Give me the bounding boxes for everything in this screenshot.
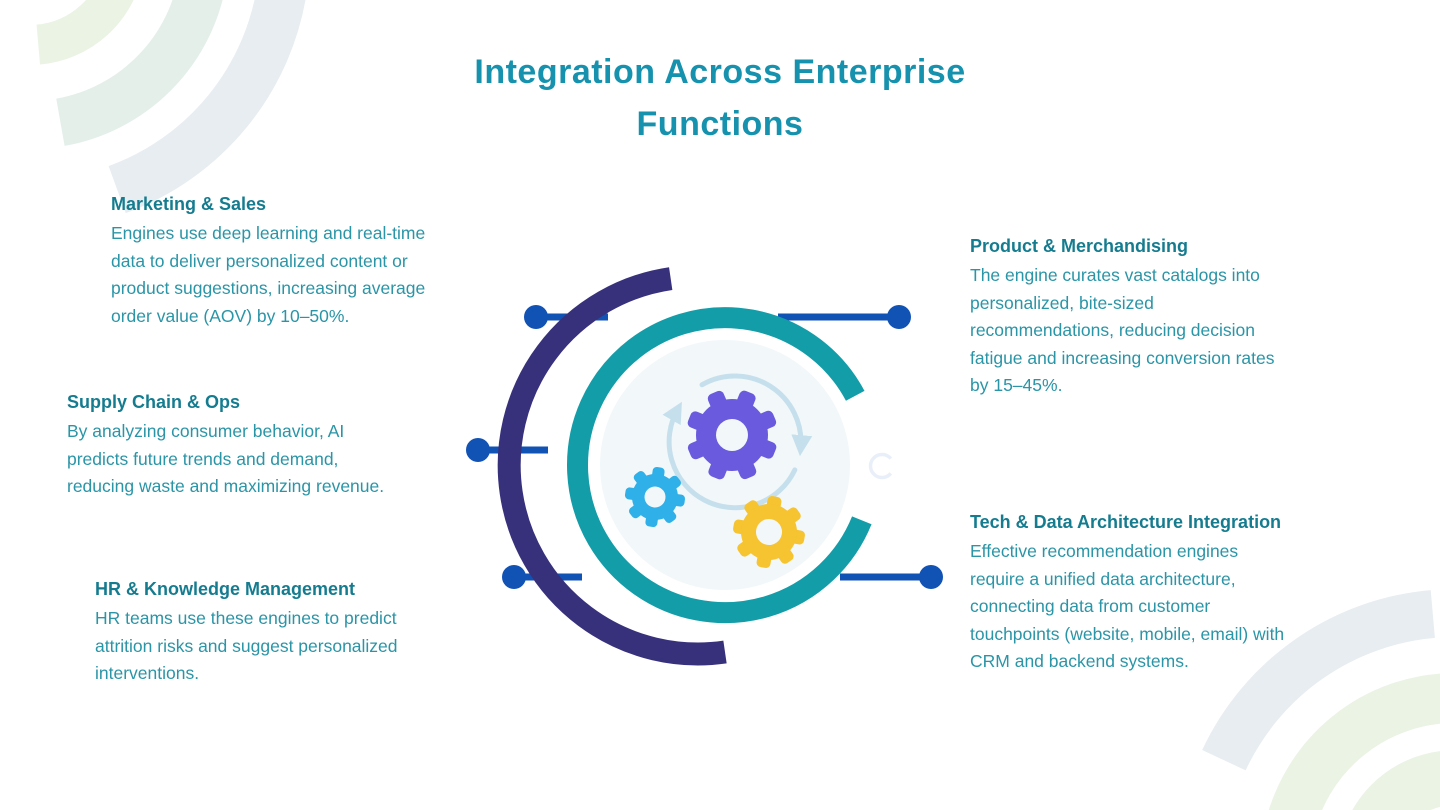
block-supply-chain-body: By analyzing consumer behavior, AI predi…: [67, 421, 385, 496]
connector-dot-hr: [502, 565, 526, 589]
watermark-c: [868, 452, 893, 480]
connector-dot-product: [887, 305, 911, 329]
block-product-heading: Product & Merchandising: [970, 236, 1189, 256]
decor-bottom-right-arcs: [1202, 590, 1440, 810]
block-tech: Tech & Data Architecture Integration Eff…: [970, 509, 1284, 676]
slide-title: Integration Across Enterprise Functions: [474, 53, 966, 143]
block-tech-heading: Tech & Data Architecture Integration: [970, 512, 1282, 532]
block-marketing: Marketing & Sales Engines use deep learn…: [111, 191, 425, 330]
connector-dot-supply: [466, 438, 490, 462]
block-hr: HR & Knowledge Management HR teams use t…: [95, 576, 398, 688]
block-marketing-heading: Marketing & Sales: [111, 194, 267, 214]
connector-dot-marketing: [524, 305, 548, 329]
block-product: Product & Merchandising The engine curat…: [970, 233, 1275, 400]
decor-arc: [35, 0, 134, 65]
connector-dots: [466, 305, 943, 589]
block-supply-chain-heading: Supply Chain & Ops: [67, 392, 241, 412]
cycle-arrow-top: [699, 373, 813, 457]
block-hr-heading: HR & Knowledge Management: [95, 579, 356, 599]
decor-arc: [108, 0, 306, 214]
block-tech-body: Effective recommendation engines require…: [970, 541, 1285, 671]
cycle-arrows: [662, 373, 813, 511]
cycle-arrow-bottom: [662, 401, 798, 511]
decor-arc: [1202, 590, 1436, 771]
decor-arc: [1353, 751, 1440, 810]
connector-dot-tech: [919, 565, 943, 589]
hub-inner-arc: [567, 307, 872, 624]
block-hr-body: HR teams use these engines to predict at…: [95, 608, 398, 683]
decor-arc: [1268, 673, 1440, 810]
block-product-body: The engine curates vast catalogs into pe…: [970, 265, 1275, 395]
block-supply-chain: Supply Chain & Ops By analyzing consumer…: [67, 389, 384, 501]
decor-arc: [55, 0, 223, 146]
block-marketing-body: Engines use deep learning and real-time …: [111, 223, 426, 326]
gear-blue-icon: [624, 466, 686, 528]
gear-purple-icon: [687, 390, 777, 480]
decor-top-left-arcs: [35, 0, 306, 214]
hub-outer-arc: [497, 267, 727, 666]
gear-yellow-icon: [733, 496, 805, 568]
